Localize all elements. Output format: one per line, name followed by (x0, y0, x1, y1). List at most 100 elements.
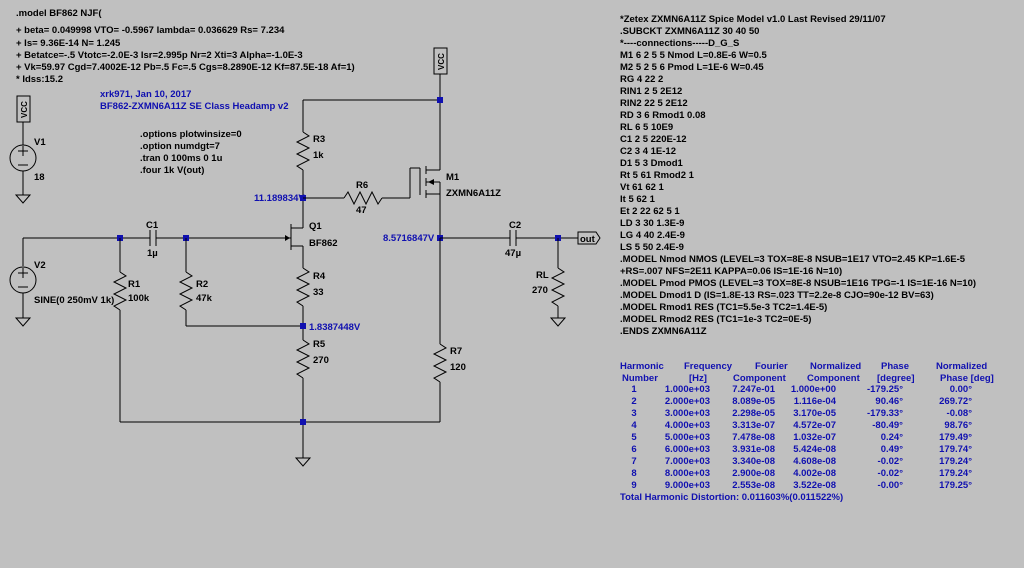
resistor-r3[interactable] (295, 100, 311, 198)
fourier-cell: 4.572e-07 (793, 420, 836, 431)
r5-value: 270 (313, 355, 329, 366)
model-right-line: LS 5 50 2.4E-9 (620, 242, 684, 253)
r2-name: R2 (196, 279, 208, 290)
r7-value: 120 (450, 362, 466, 373)
node-voltage-drain-q1: 11.189834V (254, 193, 305, 204)
node-voltage-source-m1: 8.5716847V (383, 233, 435, 244)
directive-line[interactable]: .options plotwinsize=0 (140, 129, 242, 140)
model-right-line: Vt 61 62 1 (620, 182, 665, 193)
r1-name: R1 (128, 279, 141, 290)
model-right-line: LD 3 30 1.3E-9 (620, 218, 684, 229)
model-right-line: Rt 5 61 Rmod2 1 (620, 170, 695, 181)
fourier-header: Harmonic (620, 361, 664, 372)
voltage-source-v1[interactable] (9, 144, 37, 204)
directive-line[interactable]: .tran 0 100ms 0 1u (140, 153, 223, 164)
fourier-cell: 3.340e-08 (732, 456, 775, 467)
fourier-cell: 179.25° (939, 480, 972, 491)
resistor-r4[interactable] (295, 267, 311, 340)
model-right-line: RD 3 6 Rmod1 0.08 (620, 110, 706, 121)
fourier-cell: 4.002e-08 (793, 468, 836, 479)
r2-value: 47k (196, 293, 213, 304)
fourier-cell: 0.49° (881, 444, 903, 455)
capacitor-c2[interactable] (440, 230, 578, 246)
resistor-r2[interactable] (178, 238, 303, 327)
model-right-line: RL 6 5 10E9 (620, 122, 673, 133)
fourier-cell: 4 (631, 420, 637, 431)
fourier-cell: 179.74° (939, 444, 972, 455)
rl-value: 270 (532, 285, 548, 296)
model-left-line: .model BF862 NJF( (16, 8, 102, 19)
c1-value: 1µ (147, 248, 158, 259)
model-right-line: RG 4 22 2 (620, 74, 663, 85)
fourier-header: Component (807, 373, 861, 384)
junction-dot (300, 419, 306, 425)
r1-value: 100k (128, 293, 150, 304)
out-net-label[interactable]: out (577, 231, 601, 245)
fourier-cell: 8 (631, 468, 636, 479)
model-left-line: + beta= 0.049998 VTO= -0.5967 lambda= 0.… (16, 25, 285, 36)
r4-value: 33 (313, 287, 324, 298)
fourier-cell: 9.000e+03 (665, 480, 710, 491)
v2-value: SINE(0 250mV 1k) (34, 295, 114, 306)
svg-text:VCC: VCC (20, 101, 29, 118)
fourier-cell: 8.089e-05 (732, 396, 776, 407)
jfet-q1[interactable] (285, 198, 304, 268)
model-right-line: RIN1 2 5 2E12 (620, 86, 682, 97)
fourier-cell: 5.424e-08 (793, 444, 836, 455)
fourier-cell: 269.72° (939, 396, 972, 407)
capacitor-c1[interactable] (120, 230, 285, 246)
model-right-line: Et 2 22 62 5 1 (620, 206, 680, 217)
fourier-cell: 4.000e+03 (665, 420, 710, 431)
resistor-rl[interactable] (549, 238, 567, 327)
fourier-header: Component (733, 373, 787, 384)
node-voltage-source-q1: 1.8387448V (309, 322, 361, 333)
mosfet-m1[interactable] (419, 100, 441, 238)
model-right-line: C1 2 5 220E-12 (620, 134, 687, 145)
model-right-line: *Zetex ZXMN6A11Z Spice Model v1.0 Last R… (620, 14, 886, 25)
model-right-line: LG 4 40 2.4E-9 (620, 230, 685, 241)
r7-name: R7 (450, 346, 462, 357)
r5-name: R5 (313, 339, 326, 350)
fourier-cell: -179.33° (867, 408, 903, 419)
jfet-model-text: .model BF862 NJF( + beta= 0.049998 VTO= … (16, 8, 355, 85)
fourier-cell: 2.298e-05 (732, 408, 776, 419)
fourier-cell: -179.25° (867, 384, 903, 395)
vcc-flag-right[interactable]: VCC (303, 47, 448, 101)
fourier-cell: 2.553e-08 (732, 480, 775, 491)
resistor-r6[interactable] (303, 167, 420, 206)
model-right-line: +RS=.007 NFS=2E11 KAPPA=0.06 IS=1E-16 N=… (620, 266, 842, 277)
fourier-cell: -0.00° (878, 480, 904, 491)
vcc-flag-left[interactable]: VCC (16, 95, 31, 145)
fourier-cell: 0.24° (881, 432, 903, 443)
fourier-cell: 3.170e-05 (793, 408, 837, 419)
resistor-r5[interactable] (294, 339, 312, 467)
directive-line[interactable]: .four 1k V(out) (140, 165, 204, 176)
fourier-cell: -0.08° (947, 408, 973, 419)
circuit-title: BF862-ZXMN6A11Z SE Class Headamp v2 (100, 101, 289, 112)
fourier-table: Harmonic Frequency Fourier Normalized Ph… (620, 361, 994, 503)
fourier-cell: 3.931e-08 (732, 444, 775, 455)
c1-name: C1 (146, 220, 159, 231)
model-right-line: RIN2 22 5 2E12 (620, 98, 688, 109)
resistor-r1[interactable] (112, 238, 128, 422)
svg-text:VCC: VCC (437, 53, 446, 70)
fourier-cell: 7.000e+03 (665, 456, 710, 467)
model-right-line: It 5 62 1 (620, 194, 656, 205)
model-left-line: + Is= 9.36E-14 N= 1.245 (16, 38, 121, 49)
fourier-cell: 98.76° (944, 420, 972, 431)
voltage-source-v2[interactable] (9, 237, 120, 327)
directive-line[interactable]: .option numdgt=7 (140, 141, 220, 152)
spice-directives: .options plotwinsize=0 .option numdgt=7 … (140, 129, 242, 176)
fourier-cell: 3.313e-07 (732, 420, 775, 431)
fourier-header: Phase (881, 361, 909, 372)
model-right-line: C2 3 4 1E-12 (620, 146, 676, 157)
fourier-cell: 1 (631, 384, 637, 395)
model-right-line: .MODEL Rmod2 RES (TC1=1e-3 TC2=0E-5) (620, 314, 811, 325)
fourier-cell: 8.000e+03 (665, 468, 710, 479)
resistor-r7[interactable] (432, 238, 448, 422)
q1-model: BF862 (309, 238, 338, 249)
model-right-line: M1 6 2 5 5 Nmod L=0.8E-6 W=0.5 (620, 50, 767, 61)
fourier-cell: -80.49° (872, 420, 903, 431)
m1-model: ZXMN6A11Z (446, 188, 501, 199)
fourier-cell: -0.02° (878, 456, 904, 467)
